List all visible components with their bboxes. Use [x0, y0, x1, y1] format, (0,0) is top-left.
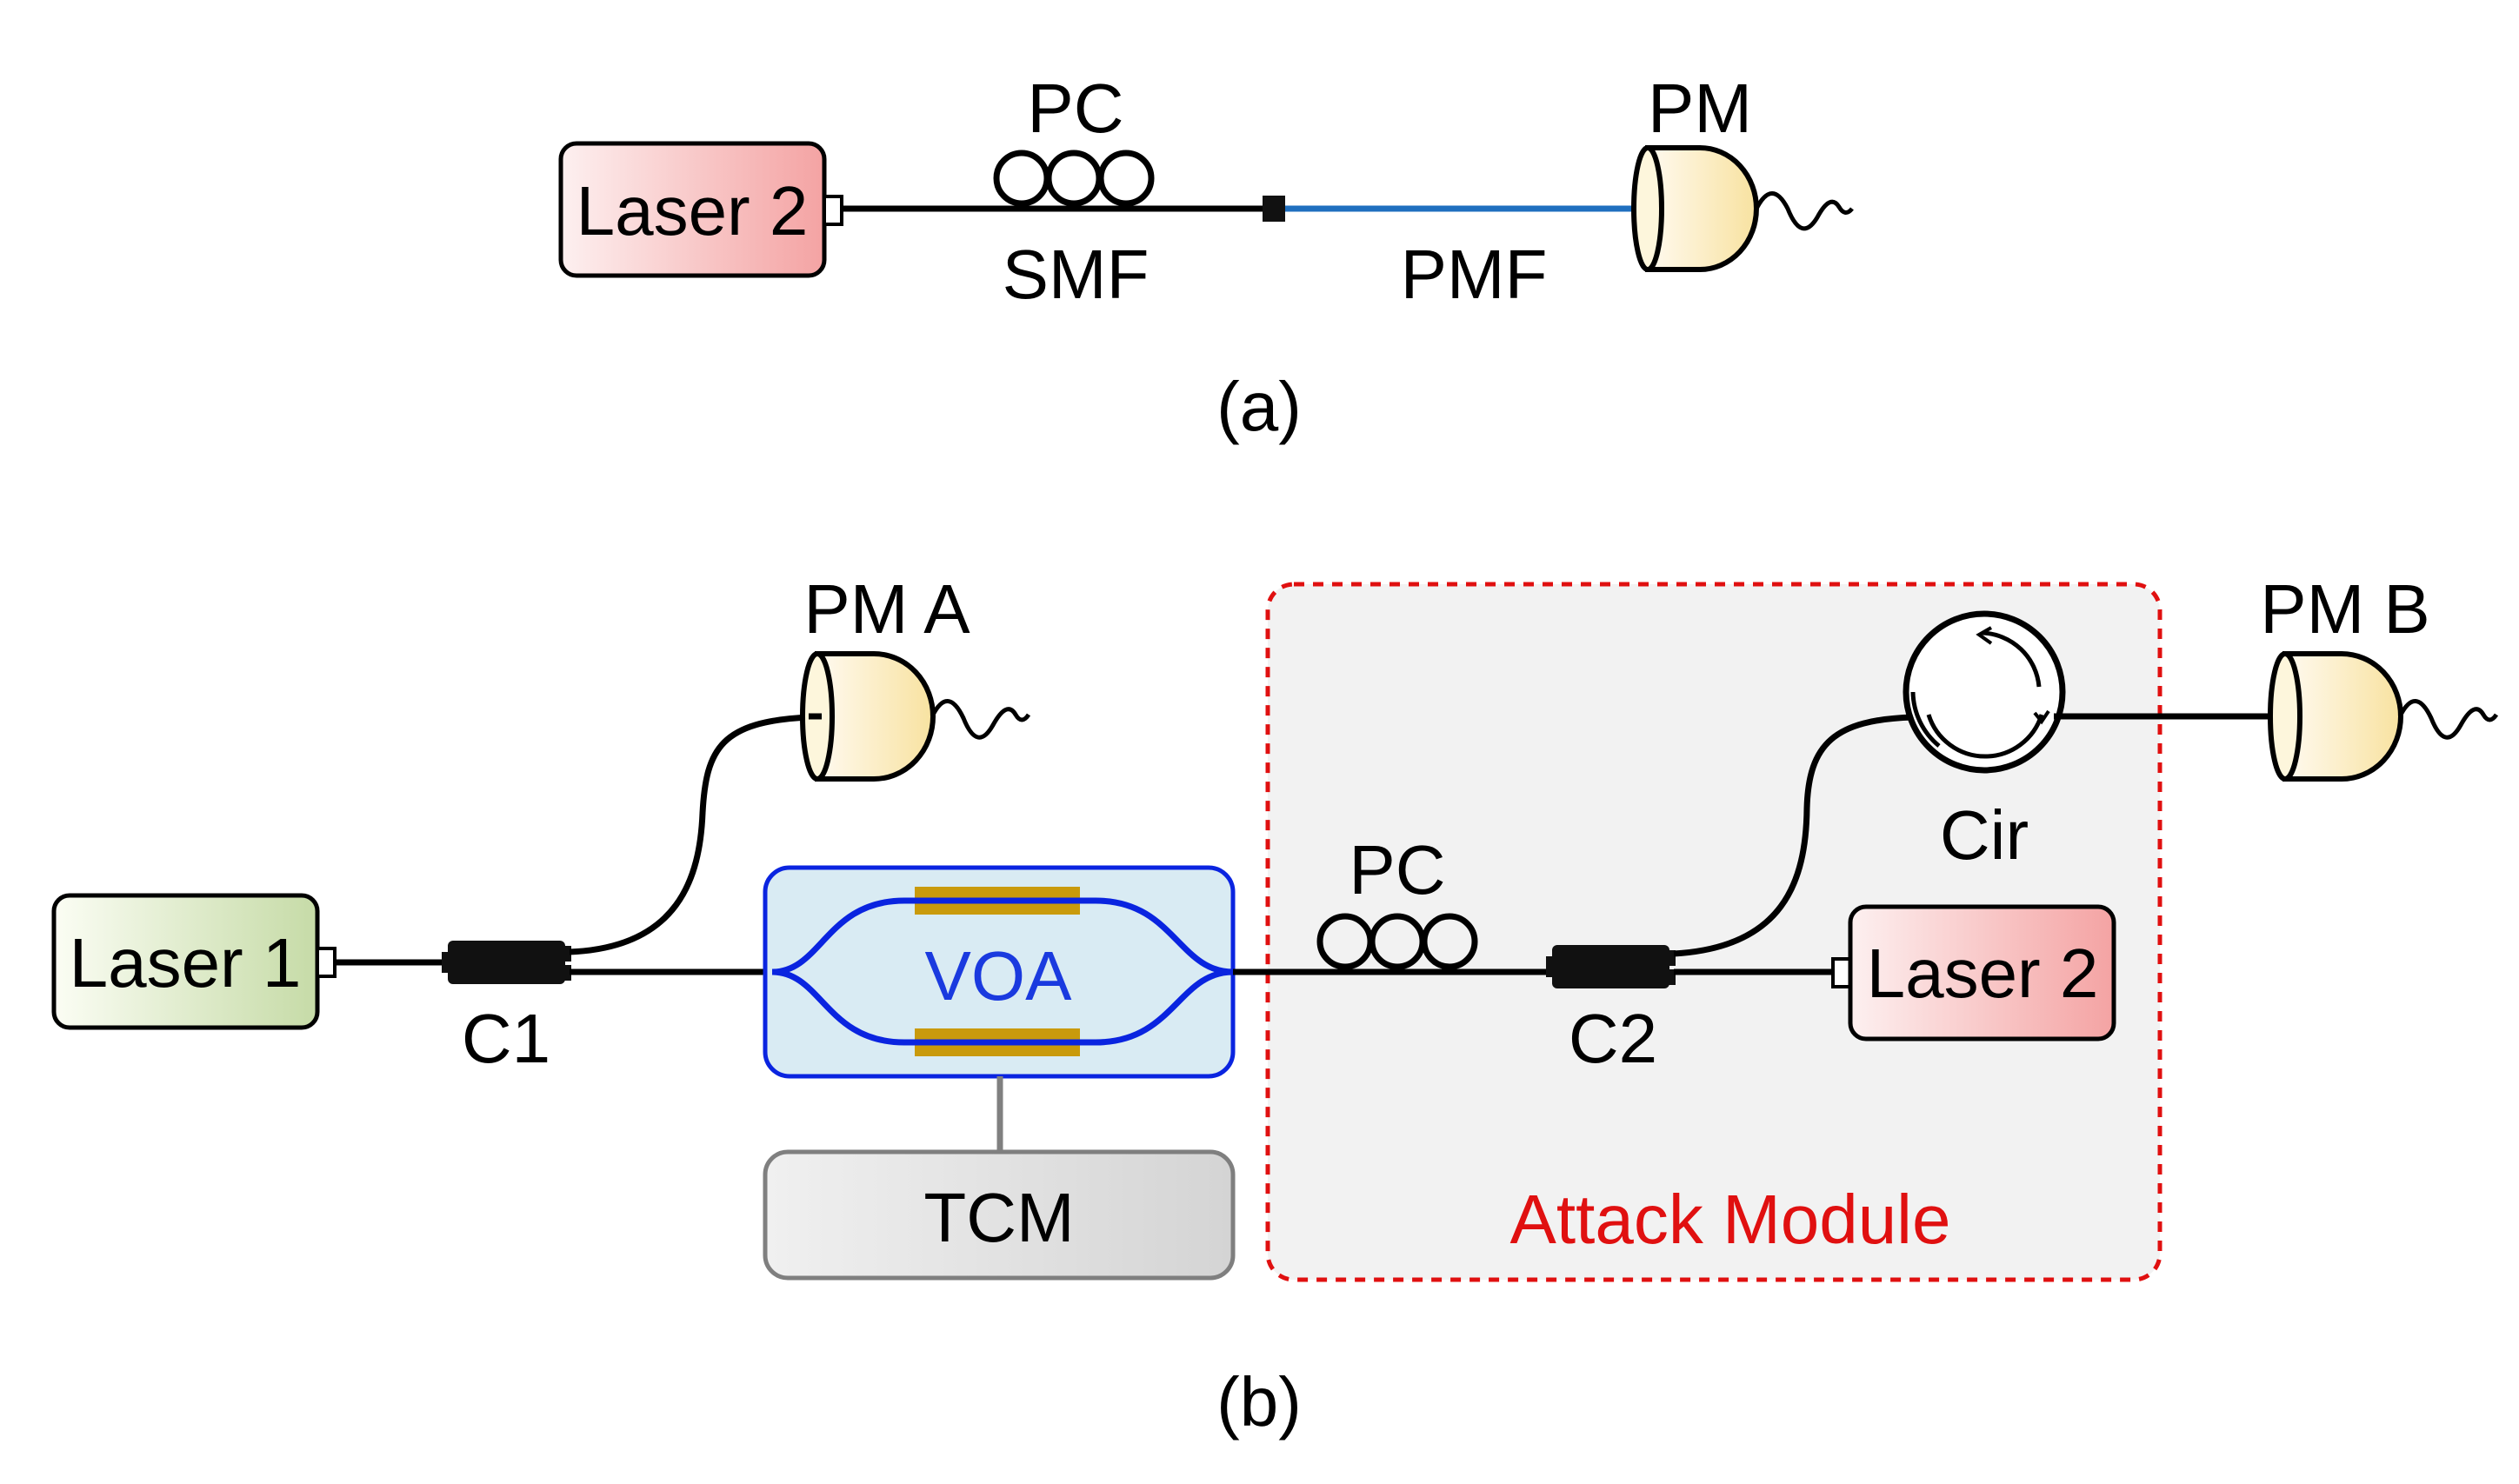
caption-a: (a) — [1216, 368, 1302, 445]
attack-module-label: Attack Module — [1510, 1181, 1951, 1258]
polarization-controller-a — [993, 150, 1155, 207]
power-meter-pm-b — [2268, 651, 2499, 782]
pmf-label: PMF — [1401, 236, 1548, 313]
smf-label: SMF — [1003, 236, 1150, 313]
voa-label: VOA — [925, 937, 1073, 1015]
tcm-label: TCM — [923, 1179, 1074, 1256]
pm-b-label: PM B — [2260, 570, 2430, 648]
c1-label: C1 — [462, 1000, 550, 1077]
power-meter-pm-a — [800, 651, 1031, 782]
fiber-connector-a — [1263, 196, 1285, 222]
laser-1: Laser 1 — [51, 893, 337, 1030]
laser-2-b: Laser 2 — [1831, 904, 2116, 1041]
laser-2-a-label: Laser 2 — [576, 172, 809, 250]
c2-label: C2 — [1569, 1000, 1657, 1077]
laser-2-b-label: Laser 2 — [1867, 935, 2099, 1012]
cir-label: Cir — [1940, 796, 2029, 874]
power-meter-a — [1631, 145, 1854, 272]
polarization-controller-b — [1316, 913, 1478, 970]
fiber-c1-pm-a — [569, 714, 810, 955]
voa: VOA — [763, 865, 1236, 1079]
pm-a-label: PM A — [803, 570, 970, 648]
laser-1-label: Laser 1 — [70, 924, 302, 1002]
panel-a: Laser 2 PC SMF PMF PM (a) — [558, 70, 1854, 445]
fiber-c2-circulator — [1673, 714, 1914, 957]
panel-b: Attack Module Laser 1 C1 PM A — [51, 570, 2499, 1441]
laser-2-a: Laser 2 — [558, 141, 843, 278]
coupler-c1 — [442, 941, 571, 984]
caption-b: (b) — [1216, 1363, 1302, 1441]
attack-module-box — [1265, 582, 2162, 1282]
tcm: TCM — [763, 1149, 1236, 1281]
pc-b-label: PC — [1349, 831, 1445, 908]
pc-a-label: PC — [1027, 70, 1123, 147]
coupler-c2 — [1546, 945, 1676, 988]
pm-a-top-label: PM — [1648, 70, 1752, 147]
circulator — [1903, 610, 2066, 774]
